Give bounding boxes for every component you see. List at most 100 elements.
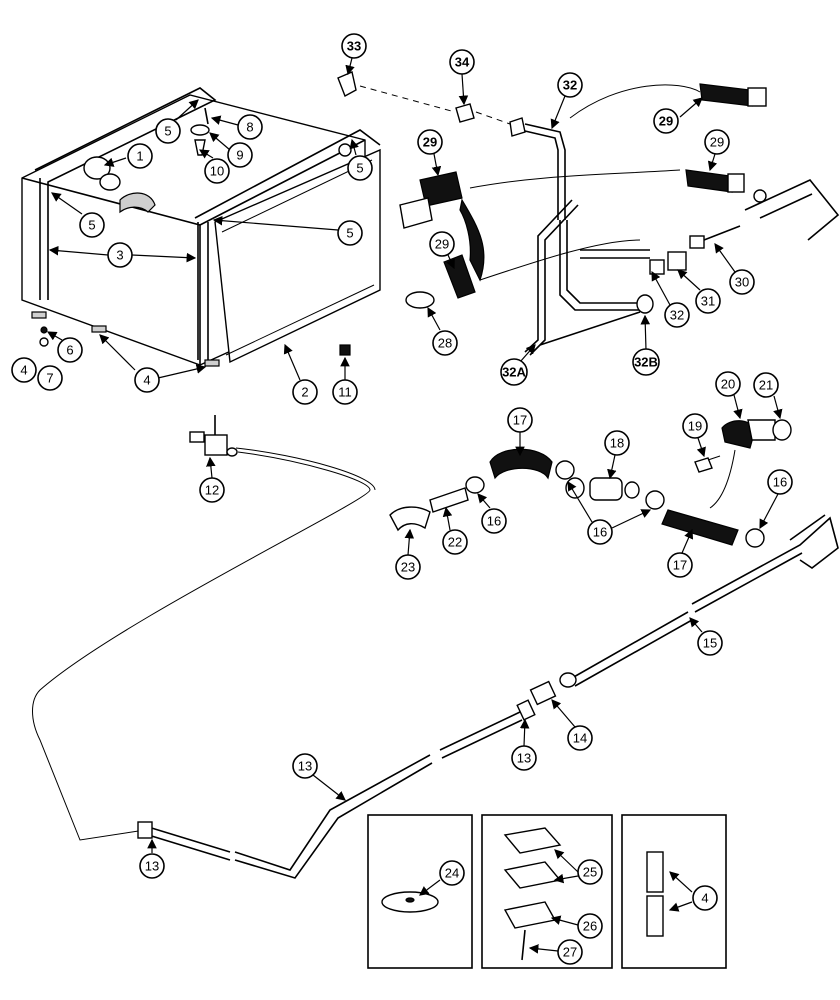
callout-32B: 32B <box>632 314 660 376</box>
svg-text:10: 10 <box>210 164 224 179</box>
svg-text:23: 23 <box>401 560 415 575</box>
callout-5-left: 5 <box>51 192 105 238</box>
svg-text:17: 17 <box>673 558 687 573</box>
callout-29-right: 29 <box>704 129 730 172</box>
callout-16-right: 16 <box>759 469 793 530</box>
svg-text:29: 29 <box>710 135 724 150</box>
callout-8: 8 <box>210 114 263 140</box>
svg-text:13: 13 <box>517 751 531 766</box>
callout-32A: 32A <box>500 344 536 386</box>
callout-5-right: 5 <box>212 215 363 246</box>
callout-9: 9 <box>209 132 253 168</box>
svg-text:31: 31 <box>701 294 715 309</box>
callout-17-bottom: 17 <box>667 528 694 578</box>
svg-text:3: 3 <box>116 248 123 263</box>
svg-text:11: 11 <box>338 385 352 400</box>
svg-text:28: 28 <box>438 336 452 351</box>
svg-text:12: 12 <box>205 483 219 498</box>
svg-text:15: 15 <box>703 636 717 651</box>
callout-6: 6 <box>46 331 83 363</box>
svg-text:1: 1 <box>136 149 143 164</box>
callout-32-top: 32 <box>550 72 583 130</box>
callout-1: 1 <box>103 143 153 169</box>
svg-text:13: 13 <box>145 859 159 874</box>
fuel-line-13 <box>32 447 557 879</box>
callout-24: 24 <box>419 860 465 896</box>
svg-text:8: 8 <box>246 120 253 135</box>
svg-text:19: 19 <box>688 419 702 434</box>
callout-14: 14 <box>551 699 593 751</box>
callout-3: 3 <box>48 242 197 268</box>
callout-15: 15 <box>689 617 723 656</box>
svg-text:5: 5 <box>346 226 353 241</box>
callout-2: 2 <box>283 343 318 405</box>
callout-25: 25 <box>553 849 603 885</box>
callout-18: 18 <box>604 430 630 480</box>
callout-4-left: 4 <box>11 357 37 383</box>
svg-text:34: 34 <box>455 55 470 70</box>
svg-text:16: 16 <box>593 525 607 540</box>
svg-text:32B: 32B <box>634 355 658 370</box>
svg-text:22: 22 <box>448 535 462 550</box>
callout-13-mid: 13 <box>292 753 346 801</box>
svg-text:4: 4 <box>20 363 27 378</box>
fuel-tank <box>21 87 381 367</box>
callout-30: 30 <box>714 243 755 295</box>
svg-text:7: 7 <box>46 371 53 386</box>
svg-text:32A: 32A <box>502 365 526 380</box>
svg-text:4: 4 <box>143 373 150 388</box>
svg-text:26: 26 <box>583 919 597 934</box>
callout-19: 19 <box>682 413 708 458</box>
callout-5-right-top: 5 <box>347 138 373 181</box>
upper-hoses <box>337 71 840 356</box>
callout-27: 27 <box>528 939 583 965</box>
callout-29-top: 29 <box>653 97 703 134</box>
callout-34: 34 <box>449 49 475 106</box>
shutoff-valve <box>189 415 238 457</box>
callout-16-mid: 16 <box>567 480 652 545</box>
callout-32-right: 32 <box>651 270 690 328</box>
svg-text:2: 2 <box>301 385 308 400</box>
svg-text:20: 20 <box>721 377 735 392</box>
callout-4-inset: 4 <box>668 871 718 912</box>
svg-text:14: 14 <box>573 731 587 746</box>
svg-text:16: 16 <box>773 475 787 490</box>
callout-4-mid: 4 <box>99 334 207 393</box>
svg-text:5: 5 <box>164 124 171 139</box>
svg-text:6: 6 <box>66 343 73 358</box>
filter-hose-assembly <box>389 419 792 548</box>
svg-text:21: 21 <box>759 378 773 393</box>
svg-text:32: 32 <box>670 308 684 323</box>
callout-5-top: 5 <box>155 99 199 144</box>
svg-text:30: 30 <box>735 275 749 290</box>
callout-11: 11 <box>332 356 358 405</box>
svg-text:32: 32 <box>563 78 577 93</box>
callout-22: 22 <box>442 506 468 555</box>
callout-29-mid: 29 <box>429 231 455 270</box>
svg-text:29: 29 <box>423 135 437 150</box>
callout-20: 20 <box>715 371 743 420</box>
callout-16-left: 16 <box>477 493 507 534</box>
callout-13-bottom: 13 <box>139 838 165 879</box>
svg-text:24: 24 <box>445 866 459 881</box>
callout-28: 28 <box>427 306 458 356</box>
callout-7: 7 <box>37 365 63 391</box>
callout-31: 31 <box>677 269 721 314</box>
svg-text:25: 25 <box>583 865 597 880</box>
inset-panels <box>367 814 727 969</box>
svg-text:4: 4 <box>701 891 708 906</box>
callout-17-top: 17 <box>507 407 533 457</box>
svg-text:18: 18 <box>610 436 624 451</box>
callout-12: 12 <box>199 456 225 503</box>
svg-text:13: 13 <box>298 759 312 774</box>
fuel-line-15 <box>559 514 839 688</box>
svg-text:17: 17 <box>513 413 527 428</box>
callout-26: 26 <box>550 913 603 939</box>
callout-29-left: 29 <box>417 129 443 177</box>
svg-text:33: 33 <box>347 39 361 54</box>
svg-text:5: 5 <box>88 218 95 233</box>
svg-text:9: 9 <box>236 148 243 163</box>
svg-text:5: 5 <box>356 161 363 176</box>
callout-10: 10 <box>198 149 230 184</box>
